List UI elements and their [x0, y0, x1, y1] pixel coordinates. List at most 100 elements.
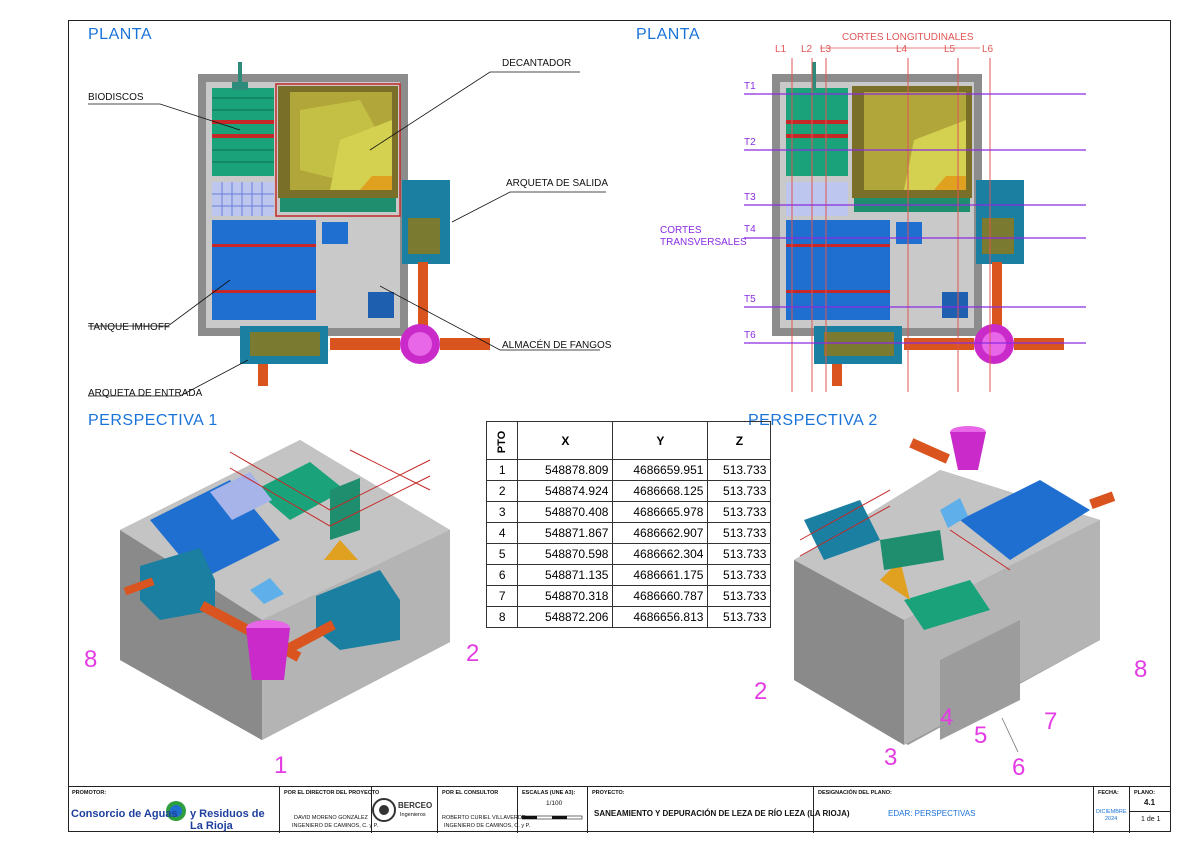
cut-t2: T2: [744, 137, 756, 148]
label-biodiscos: BIODISCOS: [88, 92, 144, 103]
header-z: Z: [707, 421, 772, 460]
cell-y: 4686656.813: [612, 606, 709, 628]
perspectiva-title-1: PERSPECTIVA 1: [88, 412, 218, 429]
cell-x: 548874.924: [517, 480, 614, 502]
point-marker-8: 8: [84, 646, 98, 673]
cell-pto: 6: [485, 564, 519, 586]
cell-x: 548878.809: [517, 459, 614, 481]
tb-director: POR EL DIRECTOR DEL PROYECTO DAVID MOREN…: [280, 787, 379, 833]
cell-pto: 4: [485, 522, 519, 544]
label-almacen-fangos: ALMACÉN DE FANGOS: [502, 340, 612, 351]
header-pto: PTO: [485, 421, 519, 460]
cut-l6: L6: [982, 44, 994, 55]
tb-escalas: ESCALAS (UNE A3): 1/100: [518, 787, 588, 833]
cell-y: 4686665.978: [612, 501, 709, 523]
cut-t5: T5: [744, 294, 756, 305]
cut-t4: T4: [744, 224, 756, 235]
point-marker-2b: 2: [754, 678, 768, 705]
header-y: Y: [612, 421, 709, 460]
cell-x: 548871.867: [517, 522, 614, 544]
cell-pto: 2: [485, 480, 519, 502]
plan-2: [744, 47, 1086, 392]
cell-z: 513.733: [707, 585, 772, 607]
point-marker-7: 7: [1044, 708, 1058, 735]
point-marker-2: 2: [466, 640, 480, 667]
cell-y: 4686668.125: [612, 480, 709, 502]
title-block: PROMOTOR: Consorcio de Aguas y Residuos …: [68, 786, 1171, 833]
cut-t1: T1: [744, 81, 756, 92]
cell-x: 548870.318: [517, 585, 614, 607]
planta-title-1: PLANTA: [88, 26, 153, 43]
point-marker-1: 1: [274, 752, 288, 779]
sheet-frame: [68, 20, 1171, 832]
cell-x: 548871.135: [517, 564, 614, 586]
point-marker-3: 3: [884, 744, 898, 771]
perspective-1: [120, 440, 450, 740]
cell-x: 548872.206: [517, 606, 614, 628]
header-x: X: [517, 421, 614, 460]
promotor-name-a: Consorcio de Aguas: [71, 808, 178, 820]
cell-pto: 3: [485, 501, 519, 523]
label-cortes: CORTES: [660, 225, 702, 236]
cell-pto: 1: [485, 459, 519, 481]
cut-l4: L4: [896, 44, 908, 55]
cell-z: 513.733: [707, 459, 772, 481]
cell-y: 4686659.951: [612, 459, 709, 481]
cell-y: 4686662.907: [612, 522, 709, 544]
cell-pto: 7: [485, 585, 519, 607]
tb-designacion: DESIGNACIÓN DEL PLANO: EDAR: PERSPECTIVA…: [814, 787, 1094, 833]
tb-proyecto: PROYECTO: SANEAMIENTO Y DEPURACIÓN DE LE…: [588, 787, 850, 833]
promotor-name-b: y Residuos de La Rioja: [190, 808, 265, 832]
tb-plano: PLANO: 4.1 1 de 1: [1130, 787, 1171, 833]
label-cortes-longitudinales: CORTES LONGITUDINALES: [842, 32, 974, 43]
plan-1: [88, 62, 606, 397]
berceo-logo-icon: [372, 798, 396, 822]
point-marker-8b: 8: [1134, 656, 1148, 683]
cell-x: 548870.598: [517, 543, 614, 565]
cell-pto: 8: [485, 606, 519, 628]
cell-z: 513.733: [707, 564, 772, 586]
cell-x: 548870.408: [517, 501, 614, 523]
point-marker-4: 4: [940, 704, 954, 731]
table-header-row: PTO X Y Z: [485, 421, 772, 460]
label-tanque-imhoff: TANQUE IMHOFF: [88, 322, 171, 333]
cell-z: 513.733: [707, 522, 772, 544]
cell-pto: 5: [485, 543, 519, 565]
label-arqueta-salida: ARQUETA DE SALIDA: [506, 178, 609, 189]
cell-y: 4686661.175: [612, 564, 709, 586]
label-arqueta-entrada: ARQUETA DE ENTRADA: [88, 388, 203, 399]
cut-t3: T3: [744, 192, 756, 203]
consorcio-logo-icon: [166, 801, 186, 821]
cell-z: 513.733: [707, 606, 772, 628]
point-marker-5: 5: [974, 722, 988, 749]
perspectiva-title-2: PERSPECTIVA 2: [748, 412, 878, 429]
tb-logo: BERCEO Ingenieros: [372, 787, 438, 833]
cell-y: 4686660.787: [612, 585, 709, 607]
tb-promotor: PROMOTOR: Consorcio de Aguas y Residuos …: [68, 787, 280, 833]
label-transversales: TRANSVERSALES: [660, 237, 747, 248]
perspective-2: [794, 426, 1116, 753]
planta-title-2: PLANTA: [636, 26, 701, 43]
cell-y: 4686662.304: [612, 543, 709, 565]
scale-bar: [521, 815, 583, 820]
tb-consultor: POR EL CONSULTOR ROBERTO CURIEL VILLAVER…: [438, 787, 530, 833]
tb-fecha: FECHA: DICIEMBRE 2024: [1094, 787, 1130, 833]
cut-l3: L3: [820, 44, 832, 55]
cell-z: 513.733: [707, 480, 772, 502]
cut-l2: L2: [801, 44, 813, 55]
cut-l5: L5: [944, 44, 956, 55]
cell-z: 513.733: [707, 501, 772, 523]
cell-z: 513.733: [707, 543, 772, 565]
label-decantador: DECANTADOR: [502, 58, 572, 69]
